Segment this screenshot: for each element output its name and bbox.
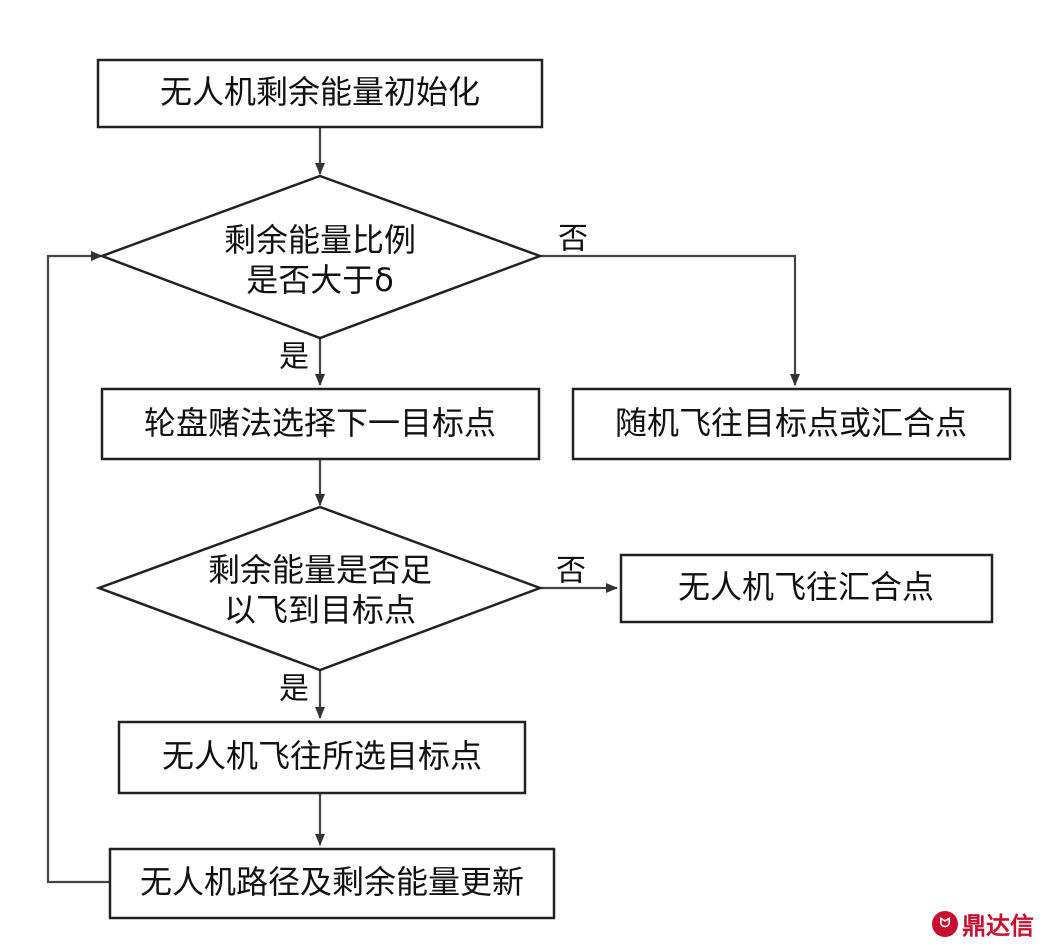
node-fly-selected: 无人机飞往所选目标点 — [117, 720, 527, 795]
node-decision1: 剩余能量比例 是否大于δ — [98, 174, 544, 340]
node-init-text: 无人机剩余能量初始化 — [160, 73, 480, 111]
node-fly-rendezvous-text: 无人机飞往汇合点 — [678, 568, 934, 606]
node-roulette: 轮盘赌法选择下一目标点 — [100, 387, 541, 461]
label-d2-yes: 是 — [279, 672, 309, 707]
node-init: 无人机剩余能量初始化 — [96, 58, 544, 129]
edge-update-loop-back — [46, 251, 110, 884]
decision1-line2: 是否大于δ — [246, 261, 394, 299]
node-update-text: 无人机路径及剩余能量更新 — [140, 863, 524, 901]
node-update: 无人机路径及剩余能量更新 — [108, 847, 556, 920]
node-roulette-text: 轮盘赌法选择下一目标点 — [144, 404, 496, 442]
node-fly-rendezvous: 无人机飞往汇合点 — [619, 553, 994, 624]
label-d2-no: 否 — [556, 554, 586, 589]
label-d1-yes: 是 — [279, 340, 309, 375]
decision1-line1: 剩余能量比例 — [224, 221, 416, 259]
decision2-line2: 以飞到目标点 — [224, 591, 416, 629]
node-decision2: 剩余能量是否足 以飞到目标点 — [95, 505, 544, 672]
node-random-fly: 随机飞往目标点或汇合点 — [571, 387, 1012, 461]
label-d1-no: 否 — [558, 222, 588, 257]
node-random-fly-text: 随机飞往目标点或汇合点 — [615, 404, 967, 442]
decision2-line1: 剩余能量是否足 — [208, 551, 432, 589]
node-fly-selected-text: 无人机飞往所选目标点 — [162, 737, 482, 775]
watermark-logo-icon: ᗢ — [932, 910, 958, 937]
watermark-text: 鼎达信 — [962, 912, 1034, 940]
edge-decision1-no — [540, 254, 800, 386]
watermark: ᗢ 鼎达信 — [932, 906, 1034, 941]
